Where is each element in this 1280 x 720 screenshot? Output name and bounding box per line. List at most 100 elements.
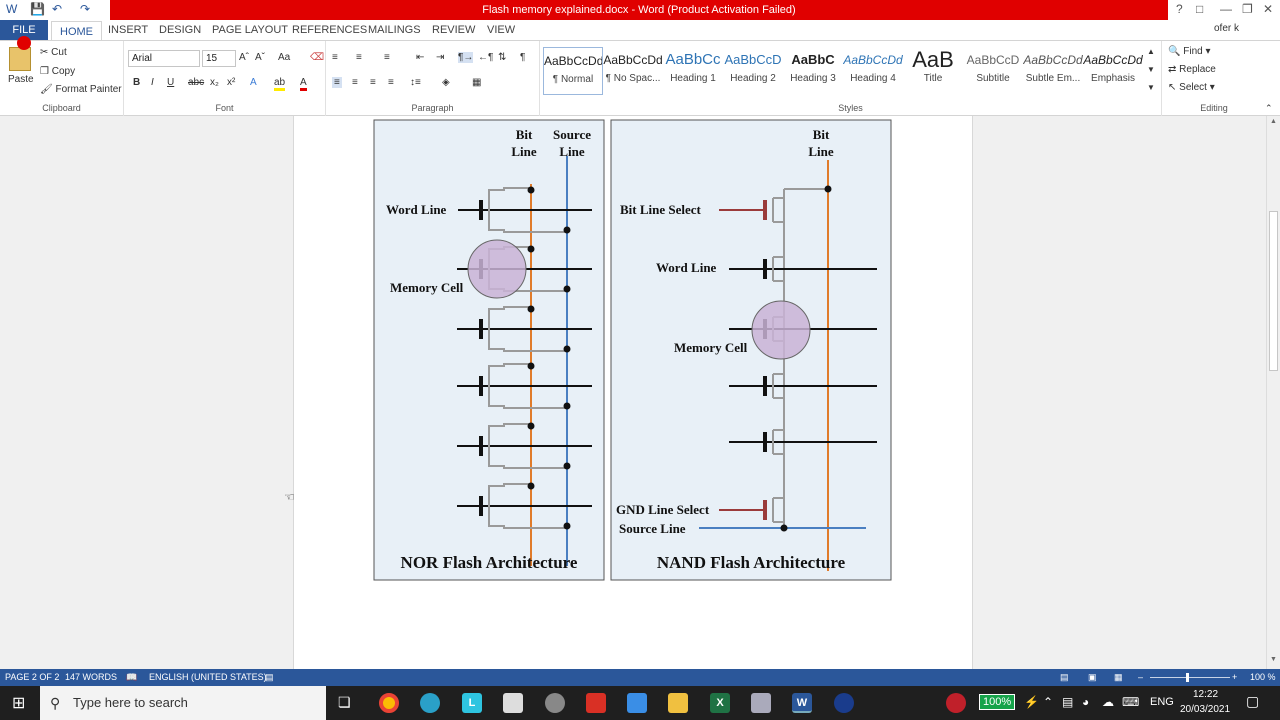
- zoom-slider-thumb[interactable]: [1186, 673, 1189, 682]
- zoom-out-icon[interactable]: –: [1138, 672, 1144, 682]
- mail-icon[interactable]: [627, 693, 647, 713]
- tab-page-layout[interactable]: PAGE LAYOUT: [212, 24, 289, 36]
- tab-view[interactable]: VIEW: [487, 24, 516, 36]
- line-spacing-icon[interactable]: ↕≡: [410, 77, 421, 88]
- align-left-icon[interactable]: ≡: [332, 77, 342, 88]
- proofing-icon[interactable]: 📖: [126, 672, 138, 682]
- tab-review[interactable]: REVIEW: [432, 24, 476, 36]
- show-hidden-icons[interactable]: ⌃: [1043, 695, 1054, 709]
- copy-button[interactable]: ❐ Copy: [40, 66, 76, 77]
- italic-icon[interactable]: I: [151, 77, 154, 88]
- close-button[interactable]: ✕: [1263, 2, 1274, 16]
- sort-icon[interactable]: ⇅: [498, 52, 507, 63]
- app-l-icon[interactable]: L: [462, 693, 482, 713]
- justify-icon[interactable]: ≡: [388, 77, 394, 88]
- help-icon[interactable]: ?: [1176, 2, 1183, 16]
- print-layout-icon[interactable]: ▣: [1088, 672, 1097, 682]
- tab-file[interactable]: FILE: [0, 20, 48, 40]
- app-globe-icon[interactable]: [834, 693, 854, 713]
- scroll-thumb[interactable]: [1269, 211, 1278, 371]
- font-color-icon[interactable]: A: [300, 77, 307, 91]
- zoom-slider[interactable]: [1150, 677, 1230, 678]
- replace-button[interactable]: ⇄ Replace: [1168, 64, 1216, 75]
- change-case-icon[interactable]: Aa: [278, 52, 291, 63]
- vertical-scrollbar[interactable]: ▲ ▼: [1266, 116, 1280, 669]
- multilevel-list-icon[interactable]: ≡: [384, 52, 390, 63]
- tray-app-icon[interactable]: [946, 693, 966, 713]
- increase-indent-icon[interactable]: ⇥: [436, 52, 445, 63]
- wifi-icon[interactable]: ◕: [1082, 695, 1090, 709]
- tab-mailings[interactable]: MAILINGS: [368, 24, 421, 36]
- page-count[interactable]: PAGE 2 OF 2: [5, 672, 60, 682]
- zoom-in-icon[interactable]: +: [1232, 672, 1238, 682]
- paste-icon[interactable]: [9, 47, 31, 71]
- cut-button[interactable]: ✂ Cut: [40, 47, 67, 58]
- clock-time[interactable]: 12:22: [1193, 689, 1219, 700]
- font-size-box[interactable]: 15: [202, 50, 236, 67]
- snip-icon[interactable]: [503, 693, 523, 713]
- tab-insert[interactable]: INSERT: [108, 24, 149, 36]
- redo-icon[interactable]: ↷: [80, 2, 91, 16]
- excel-icon[interactable]: X: [710, 693, 730, 713]
- restore-button[interactable]: ❐: [1242, 2, 1253, 16]
- styles-more-icon[interactable]: ▼: [1147, 83, 1155, 92]
- task-view-icon[interactable]: ❏: [338, 694, 351, 710]
- grow-font-icon[interactable]: Aˆ: [239, 52, 249, 63]
- zoom-level[interactable]: 100 %: [1250, 672, 1276, 682]
- subscript-icon[interactable]: x₂: [210, 77, 219, 88]
- tab-references[interactable]: REFERENCES: [292, 24, 368, 36]
- document-page[interactable]: Bit Line Source Line Word Line Memory Ce…: [293, 116, 973, 669]
- underline-icon[interactable]: U: [167, 77, 175, 88]
- web-layout-icon[interactable]: ▦: [1114, 672, 1123, 682]
- taskbar-search-box[interactable]: ⚲ Type here to search: [40, 686, 326, 720]
- styles-scroll-down-icon[interactable]: ▼: [1147, 65, 1155, 74]
- app-cloud-icon[interactable]: [751, 693, 771, 713]
- select-button[interactable]: ↖ Select ▾: [1168, 82, 1215, 93]
- ltr-icon[interactable]: ¶→: [458, 52, 474, 63]
- clock-date[interactable]: 20/03/2021: [1180, 704, 1231, 715]
- tab-home[interactable]: HOME: [51, 21, 102, 41]
- style-no-spacing[interactable]: AaBbCcDd¶ No Spac...: [603, 47, 663, 95]
- shrink-font-icon[interactable]: Aˇ: [255, 52, 265, 63]
- align-center-icon[interactable]: ≡: [352, 77, 358, 88]
- paste-button[interactable]: Paste: [8, 74, 34, 85]
- network-icon[interactable]: ▤: [1062, 695, 1074, 709]
- media-app-icon[interactable]: [586, 693, 606, 713]
- power-icon[interactable]: ⚡: [1024, 695, 1039, 709]
- word-taskbar-icon[interactable]: W: [792, 693, 812, 713]
- text-effects-icon[interactable]: A: [250, 77, 257, 88]
- superscript-icon[interactable]: x²: [227, 77, 236, 88]
- chrome-icon[interactable]: [379, 693, 399, 713]
- windows-start-icon[interactable]: ⊞: [12, 695, 26, 712]
- numbering-icon[interactable]: ≡: [356, 52, 362, 63]
- minimize-button[interactable]: —: [1220, 2, 1232, 16]
- edge-icon[interactable]: [420, 693, 440, 713]
- styles-scroll-up-icon[interactable]: ▲: [1147, 47, 1155, 56]
- undo-icon[interactable]: ↶: [52, 2, 63, 16]
- cloud-icon[interactable]: ☁: [1102, 695, 1114, 709]
- borders-icon[interactable]: ▦: [472, 77, 482, 88]
- decrease-indent-icon[interactable]: ⇤: [416, 52, 425, 63]
- align-right-icon[interactable]: ≡: [370, 77, 376, 88]
- find-button[interactable]: 🔍 Find ▾: [1168, 46, 1211, 57]
- format-painter-button[interactable]: 🖌 Format Painter: [40, 84, 122, 95]
- strikethrough-icon[interactable]: abc: [188, 77, 205, 88]
- keyboard-icon[interactable]: ⌨: [1122, 695, 1140, 709]
- read-mode-icon[interactable]: ▤: [1060, 672, 1069, 682]
- file-explorer-icon[interactable]: [668, 693, 688, 713]
- save-icon[interactable]: 💾: [30, 2, 45, 16]
- scroll-up-icon[interactable]: ▲: [1270, 118, 1277, 125]
- font-name-box[interactable]: Arial: [128, 50, 200, 67]
- clear-formatting-icon[interactable]: ⌫: [310, 52, 325, 63]
- scroll-down-icon[interactable]: ▼: [1270, 656, 1277, 663]
- language-status[interactable]: ENGLISH (UNITED STATES): [149, 672, 267, 682]
- ribbon-options-icon[interactable]: □: [1196, 2, 1204, 16]
- show-marks-icon[interactable]: ¶: [520, 52, 526, 63]
- word-count[interactable]: 147 WORDS: [65, 672, 118, 682]
